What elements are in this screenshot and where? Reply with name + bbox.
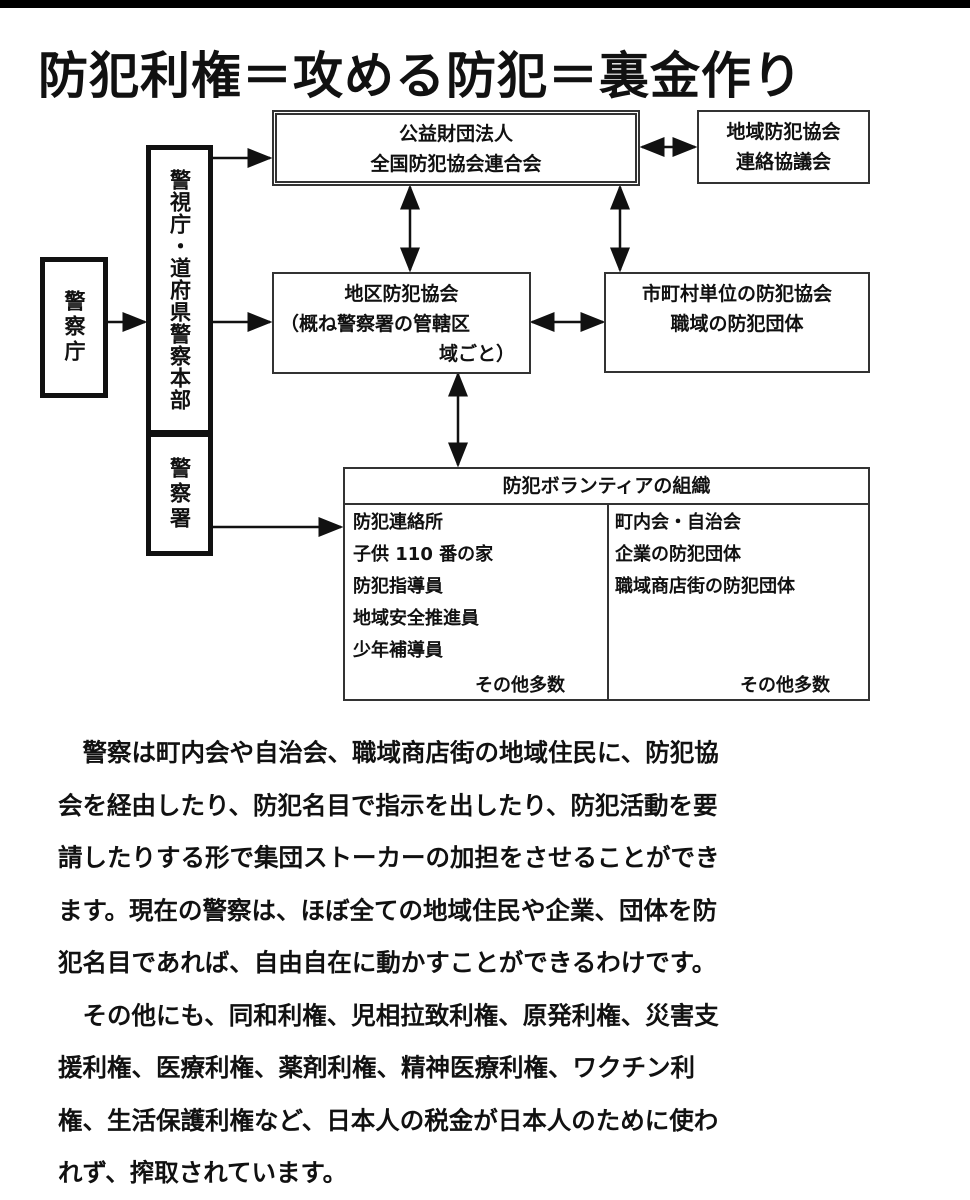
list-item: 防犯連絡所 bbox=[353, 512, 443, 533]
volunteer-organization-box: 防犯ボランティアの組織 防犯連絡所 子供 110 番の家 防犯指導員 地域安全推… bbox=[343, 467, 870, 701]
box-line: 地域防犯協会 bbox=[726, 121, 841, 143]
page-title: 防犯利権＝攻める防犯＝裏金作り bbox=[38, 47, 803, 105]
text-line: ます。現在の警察は、ほぼ全ての地域住民や企業、団体を防 bbox=[58, 895, 718, 925]
list-item: 子供 110 番の家 bbox=[353, 544, 494, 565]
volunteer-header: 防犯ボランティアの組織 bbox=[345, 469, 868, 505]
left-more: その他多数 bbox=[475, 675, 565, 696]
right-more: その他多数 bbox=[740, 675, 830, 696]
list-item: 企業の防犯団体 bbox=[615, 544, 741, 565]
text-line: 請したりする形で集団ストーカーの加担をさせることができ bbox=[58, 843, 720, 872]
national-association-box: 公益財団法人 全国防犯協会連合会 bbox=[272, 110, 640, 186]
box-line: （概ね警察署の管轄区 bbox=[280, 313, 471, 335]
list-item: 職域商店街の防犯団体 bbox=[615, 576, 795, 597]
text-line: 権、生活保護利権など、日本人の税金が日本人のために使わ bbox=[58, 1105, 719, 1135]
text-line: 援利権、医療利権、薬剤利権、精神医療利権、ワクチン利 bbox=[58, 1053, 695, 1082]
police-station-box: 警察署 bbox=[146, 432, 213, 556]
municipal-association-box: 市町村単位の防犯協会 職域の防犯団体 bbox=[604, 272, 870, 373]
top-border bbox=[0, 0, 970, 8]
list-item: 町内会・自治会 bbox=[615, 512, 741, 533]
body-text: 警察は町内会や自治会、職域商店街の地域住民に、防犯協 会を経由したり、防犯名目で… bbox=[58, 727, 878, 1200]
list-item: 防犯指導員 bbox=[353, 576, 443, 597]
box-line: 連絡協議会 bbox=[735, 151, 831, 173]
box-line: 市町村単位の防犯協会 bbox=[641, 283, 832, 305]
box-line: 全国防犯協会連合会 bbox=[370, 153, 542, 175]
district-association-box: 地区防犯協会 （概ね警察署の管轄区 域ごと） bbox=[272, 272, 531, 374]
box-line: 職域の防犯団体 bbox=[670, 313, 804, 335]
box-line: 地区防犯協会 bbox=[344, 283, 459, 305]
list-item: 地域安全推進員 bbox=[353, 608, 479, 629]
text-line: 警察は町内会や自治会、職域商店街の地域住民に、防犯協 bbox=[58, 738, 719, 767]
column-divider bbox=[607, 505, 609, 699]
volunteer-left-list: 防犯連絡所 子供 110 番の家 防犯指導員 地域安全推進員 少年補導員 bbox=[353, 507, 493, 667]
list-item: 少年補導員 bbox=[353, 640, 443, 661]
npa-box: 警察庁 bbox=[40, 257, 108, 398]
prefectural-hq-box: 警視庁・道府県警察本部 bbox=[146, 145, 213, 435]
diagram-arrows bbox=[107, 137, 698, 537]
box-line: 域ごと） bbox=[438, 343, 515, 365]
volunteer-right-list: 町内会・自治会 企業の防犯団体 職域商店街の防犯団体 bbox=[615, 507, 795, 603]
box-line: 公益財団法人 bbox=[398, 123, 513, 145]
regional-council-box: 地域防犯協会 連絡協議会 bbox=[697, 110, 870, 184]
text-line: 会を経由したり、防犯名目で指示を出したり、防犯活動を要 bbox=[58, 790, 718, 820]
text-line: 犯名目であれば、自由自在に動かすことができるわけです。 bbox=[58, 948, 717, 977]
text-line: れず、搾取されています。 bbox=[58, 1158, 348, 1187]
text-line: その他にも、同和利権、児相拉致利権、原発利権、災害支 bbox=[58, 1000, 719, 1030]
